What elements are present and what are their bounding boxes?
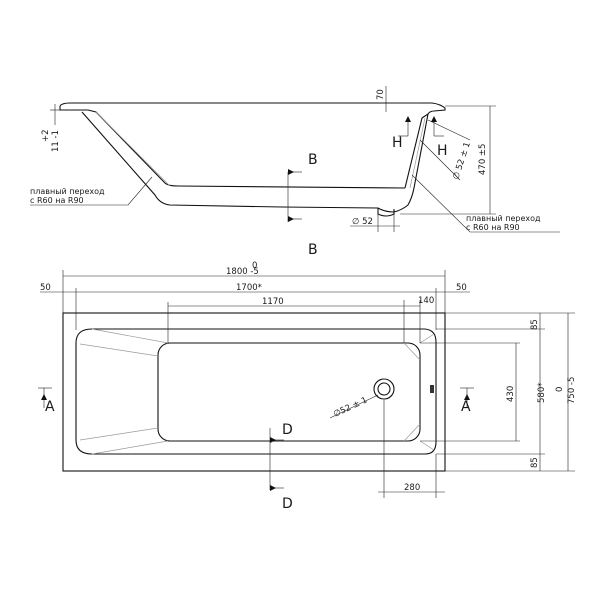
- top-inner-bowl: [75, 328, 437, 455]
- dim-70: 70: [376, 89, 386, 100]
- dim-zero-side: 0: [555, 387, 565, 392]
- section-d-upper: D: [282, 422, 293, 438]
- dim-52-diag: ∅ 52 ± 1: [451, 141, 473, 181]
- dim-52-drain-top: ∅52 ± 1: [332, 395, 369, 419]
- side-left-wall: [87, 109, 406, 189]
- drain-outer: [373, 378, 395, 400]
- section-b-upper: B: [308, 152, 318, 168]
- dim-470: 470 ±5: [478, 144, 488, 175]
- tol-plus: +2: [41, 129, 51, 142]
- right-note-line1: плавный переход: [466, 214, 541, 223]
- right-note-line2: с R60 на R90: [466, 223, 520, 232]
- left-note-line1: плавный переход: [30, 187, 105, 196]
- dim-zero-top: 0: [252, 261, 257, 271]
- section-a-right: A: [461, 399, 471, 415]
- side-view: 70 470 ±5 ∅ 52 ± 1 ∅ 52 +2 11 -1 плавный…: [30, 86, 560, 258]
- top-view: ∅52 ± 1 0 1800 -5 50 50 1700* 1170 140 8…: [38, 261, 577, 512]
- tol-minus: 11 -1: [51, 130, 61, 152]
- dim-50-right: 50: [456, 283, 467, 293]
- section-b-lower: B: [308, 242, 318, 258]
- dim-1170: 1170: [262, 297, 284, 307]
- section-a-left: A: [45, 399, 55, 415]
- dim-430: 430: [506, 386, 516, 402]
- dim-length: 1800 -5: [226, 267, 259, 277]
- dim-280: 280: [404, 483, 420, 493]
- top-outer-rim: [62, 312, 446, 472]
- side-bottom: [281, 113, 429, 213]
- section-h-left: H: [392, 135, 403, 151]
- side-rim: [59, 102, 446, 115]
- dim-140: 140: [418, 296, 434, 306]
- overflow: [430, 385, 434, 393]
- left-note-line2: с R60 на R90: [30, 196, 84, 205]
- drain-inner: [377, 382, 391, 396]
- dim-1700: 1700*: [236, 283, 262, 293]
- dim-85-top: 85: [530, 319, 540, 330]
- top-floor: [157, 342, 421, 442]
- section-h-right: H: [437, 143, 448, 159]
- dim-580: 580*: [537, 383, 547, 403]
- dim-52-drain-side: ∅ 52: [352, 217, 373, 227]
- section-d-lower: D: [282, 496, 293, 512]
- dim-85-bottom: 85: [530, 457, 540, 468]
- dim-50-left: 50: [40, 283, 51, 293]
- dim-width: 750 -5: [567, 377, 577, 404]
